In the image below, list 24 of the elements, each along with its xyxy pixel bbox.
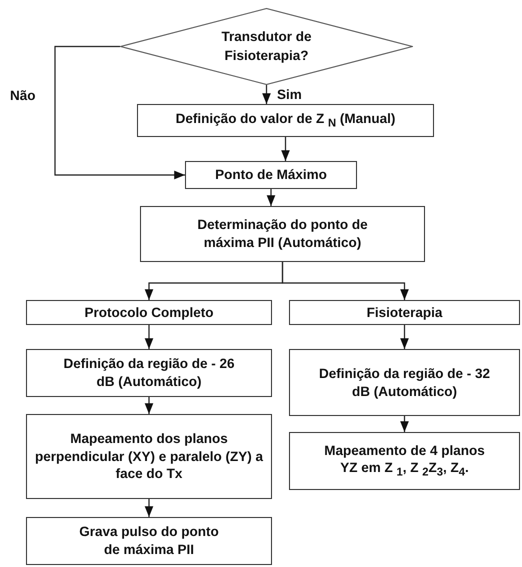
- edge-label: Sim: [276, 87, 303, 102]
- process-box: Definição da região de - 26 dB (Automático): [26, 349, 272, 397]
- arrow: [266, 189, 276, 206]
- arrow: [262, 85, 271, 104]
- process-box: Fisioterapia: [289, 300, 520, 325]
- process-box: Ponto de Máximo: [185, 161, 357, 189]
- arrow: [281, 137, 290, 161]
- arrow: [400, 325, 409, 349]
- process-box: Determinação do ponto de máxima PII (Automático): [140, 206, 425, 262]
- process-box: Protocolo Completo: [26, 300, 272, 325]
- process-box: Definição do valor de Z $_{N}$ (Manual): [137, 104, 434, 137]
- decision-text: Transdutor de Fisioterapia?: [220, 28, 312, 65]
- edge-label: Não: [9, 88, 37, 103]
- process-box: Definição da região de - 32 dB (Automático): [289, 349, 520, 416]
- process-box: Mapeamento dos planos perpendicular (XY) e paralelo (ZY) a face do Tx: [26, 414, 272, 499]
- arrow: [144, 499, 154, 517]
- decision-diamond: [120, 8, 413, 85]
- process-box: Grava pulso do ponto de máxima PII: [26, 517, 272, 565]
- arrow: [144, 397, 154, 414]
- arrow: [282, 262, 409, 300]
- arrow: [54, 46, 185, 180]
- arrow: [144, 325, 154, 349]
- process-box: Mapeamento de 4 planos YZ em Z $_{1}$, Z $_{2}$Z$_{3}$, Z$_{4}$.: [289, 432, 520, 490]
- arrow: [400, 416, 409, 432]
